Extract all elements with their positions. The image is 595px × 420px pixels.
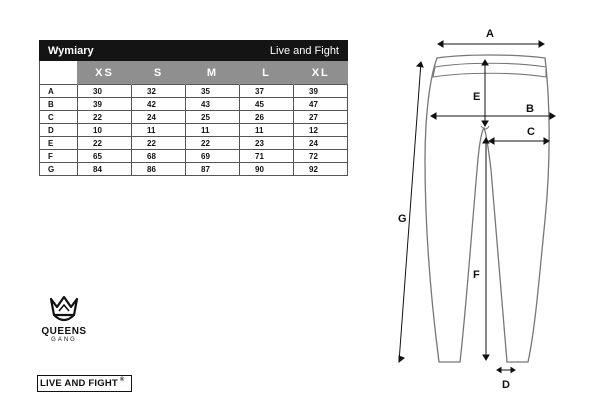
dimension-a-arrow — [437, 40, 545, 48]
table-row: D 10 11 11 11 12 — [39, 123, 348, 137]
label-f: F — [473, 269, 480, 281]
label-d: D — [502, 379, 510, 391]
badge-text: LIVE AND FIGHT — [40, 378, 118, 389]
table-row: G 84 86 87 90 92 — [39, 162, 348, 176]
table-row: A 30 32 35 37 39 — [39, 84, 348, 98]
crotch-seam — [480, 125, 490, 130]
row-label: G — [39, 162, 78, 176]
row-label: E — [39, 136, 78, 150]
table-cell: 11 — [131, 123, 186, 137]
table-header: Wymiary Live and Fight — [39, 40, 348, 61]
size-header: S — [131, 61, 186, 85]
table-cell: 27 — [293, 110, 348, 124]
row-label: C — [39, 110, 78, 124]
row-label: D — [39, 123, 78, 137]
table-cell: 72 — [293, 149, 348, 163]
table-cell: 37 — [239, 84, 294, 98]
row-label: F — [39, 149, 78, 163]
row-label: B — [39, 97, 78, 111]
table-cell: 90 — [239, 162, 294, 176]
table-cell: 25 — [185, 110, 240, 124]
corner-cell — [39, 61, 78, 85]
table-cell: 23 — [239, 136, 294, 150]
dimension-b-arrow — [430, 112, 556, 120]
row-label: A — [39, 84, 78, 98]
leggings-diagram: A E B C F G D — [385, 20, 575, 415]
table-cell: 22 — [131, 136, 186, 150]
waistband — [432, 62, 547, 78]
crown-icon — [49, 295, 79, 322]
table-cell: 86 — [131, 162, 186, 176]
table-title: Wymiary — [48, 44, 94, 57]
leggings-svg: A E B C F G D — [398, 28, 556, 391]
table-cell: 22 — [77, 136, 132, 150]
brand-logo: QUEENS GANG — [40, 295, 88, 344]
table-cell: 24 — [293, 136, 348, 150]
table-cell: 47 — [293, 97, 348, 111]
table-cell: 10 — [77, 123, 132, 137]
size-header: XS — [77, 61, 132, 85]
table-cell: 12 — [293, 123, 348, 137]
table-cell: 11 — [239, 123, 294, 137]
live-and-fight-badge: LIVE AND FIGHT ® — [37, 375, 132, 392]
label-g: G — [398, 213, 407, 225]
dimension-c-arrow — [488, 137, 550, 145]
size-header: XL — [293, 61, 348, 85]
dimension-f-arrow — [482, 137, 490, 361]
table-row: E 22 22 22 23 24 — [39, 136, 348, 150]
size-header: M — [185, 61, 240, 85]
table-cell: 84 — [77, 162, 132, 176]
size-table: Wymiary Live and Fight XS S M L XL A — [39, 40, 348, 176]
measurements-table: XS S M L XL A 30 32 35 37 39 B — [39, 61, 348, 176]
table-row: B 39 42 43 45 47 — [39, 97, 348, 111]
table-row: F 65 68 69 71 72 — [39, 149, 348, 163]
table-cell: 32 — [131, 84, 186, 98]
table-cell: 30 — [77, 84, 132, 98]
label-b: B — [526, 103, 534, 115]
table-cell: 39 — [77, 97, 132, 111]
table-cell: 35 — [185, 84, 240, 98]
table-cell: 65 — [77, 149, 132, 163]
label-c: C — [527, 126, 535, 138]
label-e: E — [473, 91, 480, 103]
leggings-outline — [424, 54, 550, 363]
table-cell: 69 — [185, 149, 240, 163]
table-row: C 22 24 25 26 27 — [39, 110, 348, 124]
table-cell: 26 — [239, 110, 294, 124]
table-cell: 87 — [185, 162, 240, 176]
dimension-e-arrow — [481, 59, 489, 127]
table-cell: 22 — [185, 136, 240, 150]
table-cell: 24 — [131, 110, 186, 124]
table-cell: 39 — [293, 84, 348, 98]
table-cell: 42 — [131, 97, 186, 111]
dimension-g-arrow — [398, 61, 424, 364]
table-cell: 22 — [77, 110, 132, 124]
table-tagline: Live and Fight — [269, 44, 339, 57]
table-cell: 43 — [185, 97, 240, 111]
table-cell: 68 — [131, 149, 186, 163]
table-cell: 11 — [185, 123, 240, 137]
table-cell: 45 — [239, 97, 294, 111]
size-header: L — [239, 61, 294, 85]
label-a: A — [486, 28, 494, 40]
dimension-d-arrow — [496, 366, 516, 374]
logo-subtitle: GANG — [51, 337, 77, 343]
logo-name: QUEENS — [41, 326, 87, 337]
size-header-row: XS S M L XL — [39, 61, 348, 85]
dimension-g-line — [398, 61, 422, 363]
table-cell: 92 — [293, 162, 348, 176]
table-cell: 71 — [239, 149, 294, 163]
registered-mark: ® — [119, 376, 125, 383]
